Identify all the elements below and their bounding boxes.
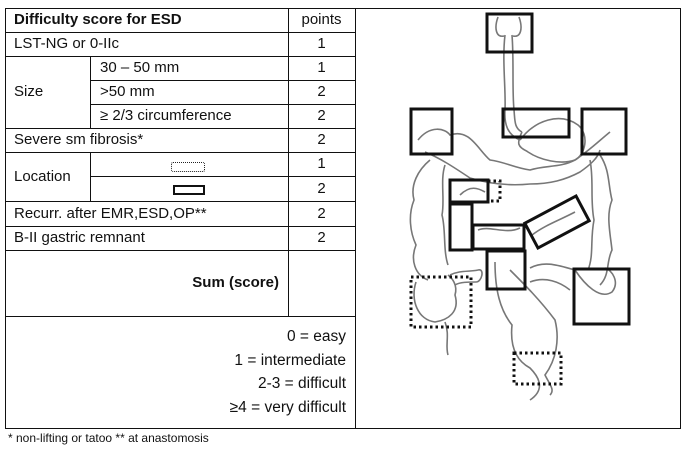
location-points: 2 — [317, 180, 326, 197]
ileocecal-box — [471, 223, 526, 251]
splenic-flexure-box — [580, 107, 628, 156]
appendix — [444, 321, 449, 356]
pylorus-box — [488, 179, 502, 203]
fibrosis-points: 2 — [317, 131, 326, 148]
legend-item: 0 = easy — [286, 328, 346, 345]
duodenum — [477, 227, 521, 232]
lst-points: 1 — [317, 35, 326, 52]
legend-item: 2-3 = difficult — [257, 375, 346, 392]
size-label: Size — [14, 83, 44, 100]
location-points: 1 — [317, 155, 326, 172]
duodenal-bulb-box — [448, 178, 490, 204]
row-line — [5, 56, 355, 57]
points-col-line — [288, 8, 289, 316]
recurrence-label: Recurr. after EMR,ESD,OP** — [14, 205, 207, 222]
size-sub-label: >50 mm — [100, 83, 155, 100]
size-sub-points: 1 — [317, 59, 326, 76]
row-line — [5, 201, 355, 202]
solid-location-boxes — [409, 12, 631, 326]
figure-frame — [5, 8, 681, 429]
cecum — [413, 274, 457, 323]
bii-label: B-II gastric remnant — [14, 229, 145, 246]
sum-label: Sum (score) — [192, 274, 279, 291]
row-line — [5, 128, 355, 129]
recurrence-points: 2 — [317, 205, 326, 222]
cardia-box — [501, 107, 571, 139]
location-label: Location — [14, 168, 71, 185]
colon-outline — [409, 16, 617, 401]
table-diagram-divider — [355, 8, 356, 429]
duodenum-box — [448, 202, 474, 252]
descending-box — [572, 267, 631, 326]
dotted-location-boxes — [409, 179, 563, 386]
anal-box — [512, 351, 563, 386]
table-title: Difficulty score for ESD — [14, 11, 182, 28]
row-line — [5, 250, 355, 251]
row-line — [90, 104, 355, 105]
legend-item: 1 = intermediate — [234, 351, 346, 369]
ascending-colon — [409, 159, 431, 281]
row-line — [90, 176, 355, 177]
rectum — [494, 261, 541, 401]
row-line — [5, 152, 355, 153]
lst-label: LST-NG or 0-IIc — [14, 35, 120, 52]
descending-colon — [599, 154, 613, 286]
pharynx-box — [485, 12, 534, 54]
footnote: * non-lifting or tatoo ** at anastomosis — [8, 431, 209, 445]
size-sub-points: 2 — [317, 107, 326, 124]
sigmoid-colon — [574, 267, 617, 295]
solid-box-icon — [173, 185, 205, 195]
row-line — [5, 226, 355, 227]
cecum-box — [409, 275, 473, 329]
colon-diagram — [409, 12, 631, 401]
size-sub-label: ≥ 2/3 circumference — [100, 107, 232, 124]
size-sub-label: 30 – 50 mm — [100, 59, 180, 76]
dotted-box-icon — [171, 162, 205, 172]
size-sub-points: 2 — [317, 83, 326, 100]
hepatic-flexure-box — [409, 107, 454, 156]
fibrosis-label: Severe sm fibrosis* — [14, 131, 144, 148]
location-sub-col-line — [90, 152, 91, 201]
bii-points: 2 — [317, 229, 326, 246]
rectosigmoid-box — [485, 249, 527, 291]
row-line — [5, 32, 355, 33]
legend-item: ≥4 = very difficult — [229, 398, 346, 416]
points-header: points — [301, 11, 342, 28]
stomach — [517, 117, 586, 163]
transverse-box — [522, 193, 592, 251]
row-line — [5, 316, 355, 317]
transverse-colon — [417, 128, 611, 171]
size-sub-col-line — [90, 56, 91, 128]
score-legend: 0 = easy 1 = intermediate 2-3 = difficul… — [230, 325, 346, 419]
row-line — [90, 80, 355, 81]
